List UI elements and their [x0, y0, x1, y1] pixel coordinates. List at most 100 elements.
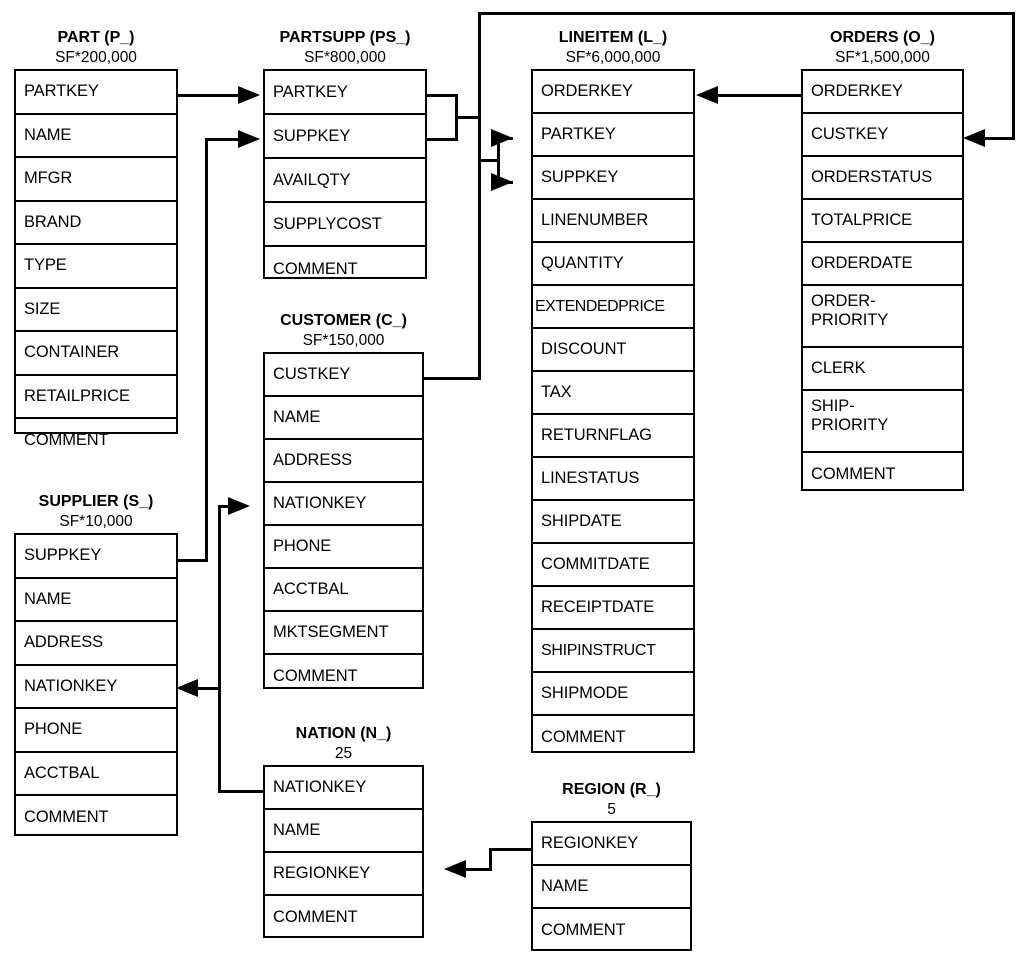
edge-part-partsupp-arrow [238, 86, 260, 104]
field-supplier-phone: PHONE [16, 709, 176, 753]
field-lineitem-partkey: PARTKEY [533, 114, 693, 157]
field-supplier-address: ADDRESS [16, 622, 176, 666]
field-nation-name: NAME [265, 810, 422, 853]
edge-supplier-partsupp-v [205, 138, 208, 562]
edge-nation-v-main [218, 505, 221, 793]
table-part-title: PART (P_) [57, 29, 135, 46]
field-customer-acctbal: ACCTBAL [265, 569, 422, 612]
edge-partsupp-lineitem-h-mid [455, 116, 481, 119]
edge-customer-orders-h-start [424, 377, 481, 380]
field-customer-custkey: CUSTKEY [265, 354, 422, 397]
edge-customer-orders-v-right [1012, 12, 1015, 139]
table-partsupp-title: PARTSUPP (PS_) [279, 29, 411, 46]
field-orders-orderpriority-line1: ORDER- [811, 292, 876, 310]
table-nation-cardinality: 25 [334, 745, 353, 762]
field-customer-address: ADDRESS [265, 440, 422, 483]
field-lineitem-quantity: QUANTITY [533, 243, 693, 286]
table-region: REGION (R_) 5 REGIONKEY NAME COMMENT [531, 780, 692, 951]
table-region-cardinality: 5 [607, 801, 616, 818]
edge-region-nation-arrow [444, 860, 466, 878]
field-part-retailprice: RETAILPRICE [16, 376, 176, 419]
field-lineitem-linenumber: LINENUMBER [533, 200, 693, 243]
table-lineitem-box: ORDERKEY PARTKEY SUPPKEY LINENUMBER QUAN… [531, 69, 695, 753]
edge-partsupp-lineitem-split-v [497, 137, 500, 183]
field-lineitem-orderkey: ORDERKEY [533, 71, 693, 114]
field-nation-comment: COMMENT [273, 908, 358, 926]
edge-partsupp-lineitem-h-to-split [478, 159, 500, 162]
table-nation-box: NATIONKEY NAME REGIONKEY COMMENT [263, 765, 424, 938]
edge-orders-lineitem-line [718, 94, 802, 97]
field-part-size: SIZE [16, 289, 176, 332]
edge-region-nation-h-top [489, 848, 533, 851]
field-lineitem-discount: DISCOUNT [533, 329, 693, 372]
field-nation-regionkey: REGIONKEY [265, 853, 422, 896]
table-lineitem-title: LINEITEM (L_) [558, 29, 668, 46]
edge-nation-customer-arrow [228, 497, 250, 515]
table-part: PART (P_) SF*200,000 PARTKEY NAME MFGR B… [14, 28, 178, 449]
table-supplier-box: SUPPKEY NAME ADDRESS NATIONKEY PHONE ACC… [14, 533, 178, 836]
table-customer-cardinality: SF*150,000 [302, 332, 385, 349]
table-partsupp-cardinality: SF*800,000 [304, 49, 386, 66]
table-customer-box: CUSTKEY NAME ADDRESS NATIONKEY PHONE ACC… [263, 352, 424, 689]
field-lineitem-shipmode: SHIPMODE [533, 673, 693, 716]
field-orders-orderkey: ORDERKEY [803, 71, 962, 114]
field-lineitem-shipdate: SHIPDATE [533, 501, 693, 544]
field-customer-nationkey: NATIONKEY [265, 483, 422, 526]
field-lineitem-extendedprice: EXTENDEDPRICE [533, 286, 693, 329]
table-nation: NATION (N_) 25 NATIONKEY NAME REGIONKEY … [263, 724, 424, 938]
field-orders-shippriority: SHIP- PRIORITY [803, 391, 962, 453]
field-supplier-nationkey: NATIONKEY [16, 666, 176, 709]
edge-partsupp-lineitem-h-partkey [427, 94, 458, 97]
edge-region-nation-v [489, 848, 492, 870]
table-lineitem: LINEITEM (L_) SF*6,000,000 ORDERKEY PART… [531, 28, 695, 753]
field-supplier-name: NAME [16, 579, 176, 622]
table-orders-cardinality: SF*1,500,000 [835, 49, 930, 66]
table-orders-box: ORDERKEY CUSTKEY ORDERSTATUS TOTALPRICE … [801, 69, 964, 491]
edge-lineitem-partkey-arrow [491, 129, 513, 147]
table-partsupp-box: PARTKEY SUPPKEY AVAILQTY SUPPLYCOST COMM… [263, 69, 427, 279]
field-orders-comment: COMMENT [811, 465, 896, 483]
edge-customer-orders-h-top [478, 12, 1015, 15]
table-part-box: PARTKEY NAME MFGR BRAND TYPE SIZE CONTAI… [14, 69, 178, 449]
field-region-comment: COMMENT [541, 921, 626, 939]
table-partsupp: PARTSUPP (PS_) SF*800,000 PARTKEY SUPPKE… [263, 28, 427, 279]
field-part-name: NAME [16, 115, 176, 158]
field-orders-custkey: CUSTKEY [803, 114, 962, 157]
field-orders-shippriority-line1: SHIP- [811, 397, 855, 415]
field-part-type: TYPE [16, 245, 176, 289]
table-lineitem-cardinality: SF*6,000,000 [565, 49, 661, 66]
field-orders-totalprice: TOTALPRICE [803, 200, 962, 243]
field-orders-orderstatus: ORDERSTATUS [803, 157, 962, 200]
field-orders-orderdate: ORDERDATE [803, 243, 962, 286]
table-orders: ORDERS (O_) SF*1,500,000 ORDERKEY CUSTKE… [801, 28, 964, 491]
edge-region-nation-h-bottom [466, 868, 492, 871]
edge-customer-orders-arrow [963, 129, 985, 147]
field-customer-name: NAME [265, 397, 422, 440]
edge-customer-orders-v-left [478, 12, 481, 380]
edge-supplier-partsupp-arrow [238, 130, 260, 148]
field-lineitem-commitdate: COMMITDATE [533, 544, 693, 587]
table-region-box: REGIONKEY NAME COMMENT [531, 821, 692, 951]
edge-partsupp-lineitem-h-suppkey [427, 138, 458, 141]
field-partsupp-supplycost: SUPPLYCOST [265, 203, 425, 247]
field-lineitem-receiptdate: RECEIPTDATE [533, 587, 693, 630]
field-part-brand: BRAND [16, 202, 176, 245]
field-lineitem-suppkey: SUPPKEY [533, 157, 693, 200]
table-customer: CUSTOMER (C_) SF*150,000 CUSTKEY NAME AD… [263, 311, 424, 689]
field-lineitem-linestatus: LINESTATUS [533, 458, 693, 501]
edge-orders-lineitem-arrow [696, 86, 718, 104]
table-supplier-title: SUPPLIER (S_) [38, 493, 154, 510]
field-partsupp-availqty: AVAILQTY [265, 159, 425, 203]
field-partsupp-partkey: PARTKEY [265, 71, 425, 115]
field-part-partkey: PARTKEY [16, 71, 176, 115]
edge-customer-orders-h-end [985, 137, 1015, 140]
field-customer-comment: COMMENT [273, 667, 358, 685]
field-lineitem-tax: TAX [533, 372, 693, 415]
field-part-container: CONTAINER [16, 332, 176, 376]
field-lineitem-shipinstruct: SHIPINSTRUCT [533, 630, 693, 673]
edge-lineitem-suppkey-arrow [491, 173, 513, 191]
field-supplier-acctbal: ACCTBAL [16, 753, 176, 796]
field-partsupp-comment: COMMENT [273, 259, 358, 278]
field-partsupp-suppkey: SUPPKEY [265, 115, 425, 159]
